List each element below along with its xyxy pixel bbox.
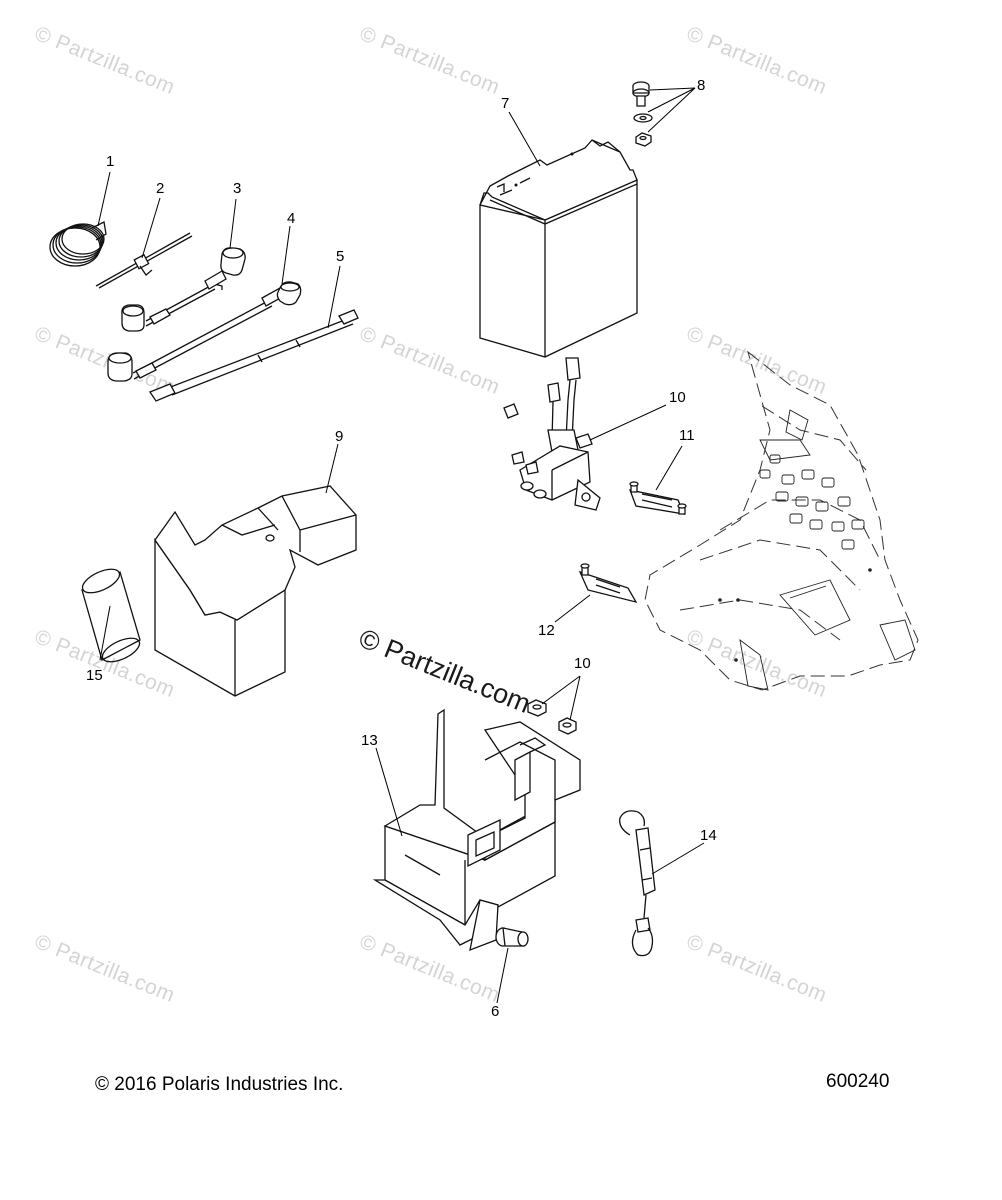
callout-6: 6 (491, 1003, 500, 1020)
callout-5: 5 (336, 248, 345, 265)
strap-part (619, 810, 656, 957)
callout-2: 2 (156, 180, 165, 197)
callout-4: 4 (287, 210, 296, 227)
battery-cover-part (154, 485, 357, 697)
coil-wrap-part (49, 221, 107, 267)
callout-9: 9 (335, 428, 344, 445)
long-cable-part (107, 281, 302, 382)
callout-14: 14 (700, 827, 717, 844)
short-cable-part (121, 247, 246, 332)
bracket-11-part (628, 481, 687, 515)
callout-10-lower: 10 (574, 655, 591, 672)
cable-tie-part (95, 232, 193, 289)
copyright-text: © 2016 Polaris Industries Inc. (95, 1074, 344, 1095)
nuts-part (527, 699, 577, 735)
figure-number: 600240 (826, 1071, 890, 1092)
chassis-frame (644, 350, 919, 691)
ground-strap-part (149, 309, 359, 402)
callout-15: 15 (86, 667, 103, 684)
callout-7: 7 (501, 95, 510, 112)
tube-part (81, 568, 141, 663)
callout-1: 1 (106, 153, 115, 170)
bolt-part (495, 927, 529, 947)
battery-part (479, 139, 638, 358)
callout-10-upper: 10 (669, 389, 686, 406)
callout-11: 11 (679, 427, 695, 444)
relay-harness-part (503, 357, 601, 511)
leader-lines (97, 87, 705, 1004)
battery-tray-part (372, 708, 581, 952)
callout-12: 12 (538, 622, 555, 639)
callout-3: 3 (233, 180, 242, 197)
callout-13: 13 (361, 732, 378, 749)
callout-8: 8 (697, 77, 706, 94)
bracket-12-part (578, 563, 638, 604)
hardware-kit-part (632, 81, 653, 147)
frame-holes (759, 454, 865, 550)
